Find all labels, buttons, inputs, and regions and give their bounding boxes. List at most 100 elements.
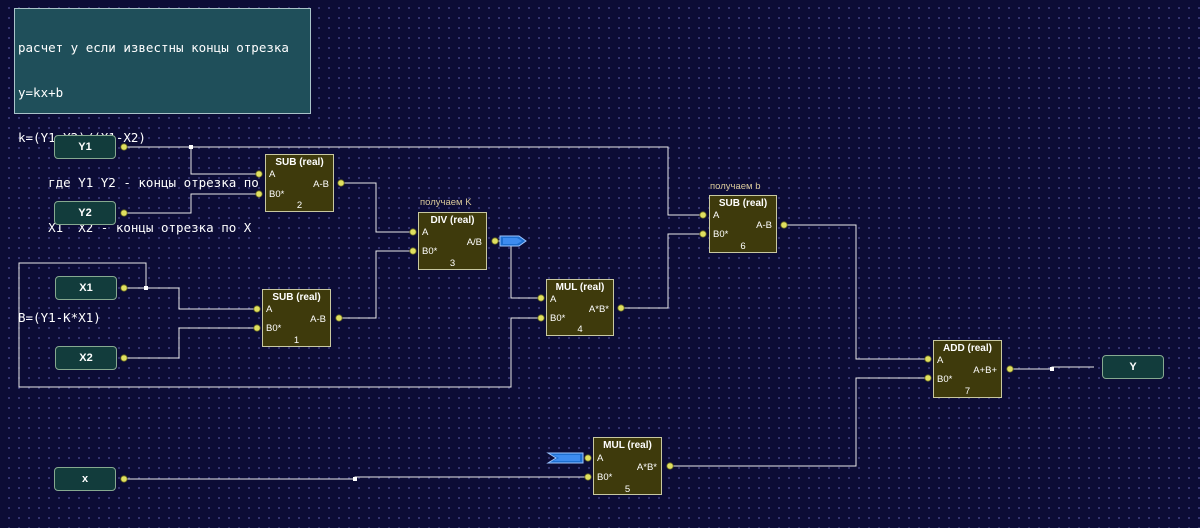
block-mul-5[interactable]: MUL (real) A B0* A*B* 5: [593, 437, 662, 495]
input-label: X2: [79, 352, 93, 364]
port-y1-out: [120, 143, 128, 151]
wire-x1: [124, 287, 254, 310]
port-label-out: A-B: [310, 314, 326, 325]
port-x-out: [120, 475, 128, 483]
wire-y1: [124, 146, 700, 216]
wire-x2: [124, 327, 254, 359]
port-sub1-a: [253, 305, 261, 313]
block-title: MUL (real): [555, 282, 605, 293]
port-add-b: [924, 374, 932, 382]
note-line: y=kx+b: [18, 85, 64, 100]
caption-b: получаем b: [710, 181, 761, 192]
connector-goto-k[interactable]: [499, 235, 527, 247]
wire-div-mul4: [495, 240, 538, 299]
port-mul5-a: [584, 454, 592, 462]
port-x2-out: [120, 354, 128, 362]
port-add-out: [1006, 365, 1014, 373]
port-mul5-out: [666, 462, 674, 470]
port-sub2-b: [255, 190, 263, 198]
block-add-7[interactable]: ADD (real) A B0* A+B+ 7: [933, 340, 1002, 398]
connector-from-k[interactable]: [546, 452, 584, 464]
junction-dot: [1050, 367, 1054, 371]
port-label-b: B0*: [550, 313, 566, 324]
port-sub1-out: [335, 314, 343, 322]
input-x1[interactable]: X1: [55, 276, 117, 300]
port-label-out: A-B: [313, 179, 329, 190]
wire-x1-loop: [18, 262, 538, 388]
input-label: Y2: [78, 207, 92, 219]
block-number: 3: [449, 258, 456, 269]
port-label-b: B0*: [422, 246, 438, 257]
wire-mul4-sub6: [621, 233, 700, 309]
wire-sub1-div: [339, 250, 410, 319]
block-sub-1[interactable]: SUB (real) A B0* A-B 1: [262, 289, 331, 347]
wire-y1-sub2a: [190, 147, 256, 175]
port-label-a: A: [937, 355, 944, 366]
port-mul5-b: [584, 473, 592, 481]
port-label-a: A: [713, 210, 720, 221]
block-title: SUB (real): [718, 198, 768, 209]
port-label-a: A: [422, 227, 429, 238]
port-label-out: A+B+: [973, 365, 997, 376]
block-title: SUB (real): [275, 157, 324, 168]
block-mul-4[interactable]: MUL (real) A B0* A*B* 4: [546, 279, 614, 336]
input-label: x: [81, 473, 89, 485]
port-div-b: [409, 247, 417, 255]
comment-note[interactable]: расчет у если известны концы отрезка y=k…: [14, 8, 311, 325]
port-label-a: A: [266, 304, 273, 315]
input-label: X1: [79, 282, 93, 294]
port-sub6-a: [699, 211, 707, 219]
port-add-a: [924, 355, 932, 363]
port-sub1-b: [253, 324, 261, 332]
output-y[interactable]: Y: [1102, 355, 1164, 379]
port-label-out: A*B*: [588, 304, 609, 315]
output-label: Y: [1129, 361, 1137, 373]
port-label-out: A/B: [466, 237, 482, 248]
port-label-b: B0*: [597, 472, 613, 483]
port-mul4-b: [537, 314, 545, 322]
block-number: 1: [293, 335, 300, 346]
port-sub6-b: [699, 230, 707, 238]
port-x1-out: [120, 284, 128, 292]
block-sub-2[interactable]: SUB (real) A B0* A-B 2: [265, 154, 334, 212]
port-sub6-out: [780, 221, 788, 229]
port-mul4-a: [537, 294, 545, 302]
block-title: ADD (real): [943, 343, 992, 354]
input-x[interactable]: x: [54, 467, 116, 491]
port-label-b: B0*: [266, 323, 282, 334]
port-label-out: A*B*: [636, 462, 657, 473]
note-line: B=(Y1-K*X1): [18, 310, 101, 325]
block-number: 7: [964, 386, 971, 397]
input-x2[interactable]: X2: [55, 346, 117, 370]
block-number: 6: [740, 241, 746, 252]
block-sub-6[interactable]: SUB (real) A B0* A-B 6: [709, 195, 777, 253]
port-label-a: A: [269, 169, 276, 180]
input-label: Y1: [78, 141, 92, 153]
junction-dot: [189, 145, 193, 149]
port-sub2-a: [255, 170, 263, 178]
note-line: расчет у если известны концы отрезка: [18, 40, 289, 55]
input-y1[interactable]: Y1: [54, 135, 116, 159]
block-number: 4: [577, 324, 583, 335]
input-y2[interactable]: Y2: [54, 201, 116, 225]
wire-sub2-div: [341, 182, 410, 233]
port-label-b: B0*: [269, 189, 285, 200]
junction-dot: [353, 477, 357, 481]
block-title: SUB (real): [272, 292, 321, 303]
block-number: 5: [624, 484, 631, 495]
note-line: где Y1 Y2 - концы отрезка по Y: [18, 175, 274, 190]
port-label-b: B0*: [937, 374, 953, 385]
wire-mul5-add: [670, 377, 925, 467]
port-div-out: [491, 237, 499, 245]
wire-y2: [124, 193, 256, 214]
port-label-b: B0*: [713, 229, 729, 240]
block-div-3[interactable]: DIV (real) A B0* A/B 3: [418, 212, 487, 270]
port-div-a: [409, 228, 417, 236]
caption-k: получаем K: [420, 197, 472, 208]
port-y2-out: [120, 209, 128, 217]
block-number: 2: [296, 200, 303, 211]
port-label-out: A-B: [756, 220, 772, 231]
port-label-a: A: [597, 453, 604, 464]
port-label-a: A: [550, 294, 557, 305]
